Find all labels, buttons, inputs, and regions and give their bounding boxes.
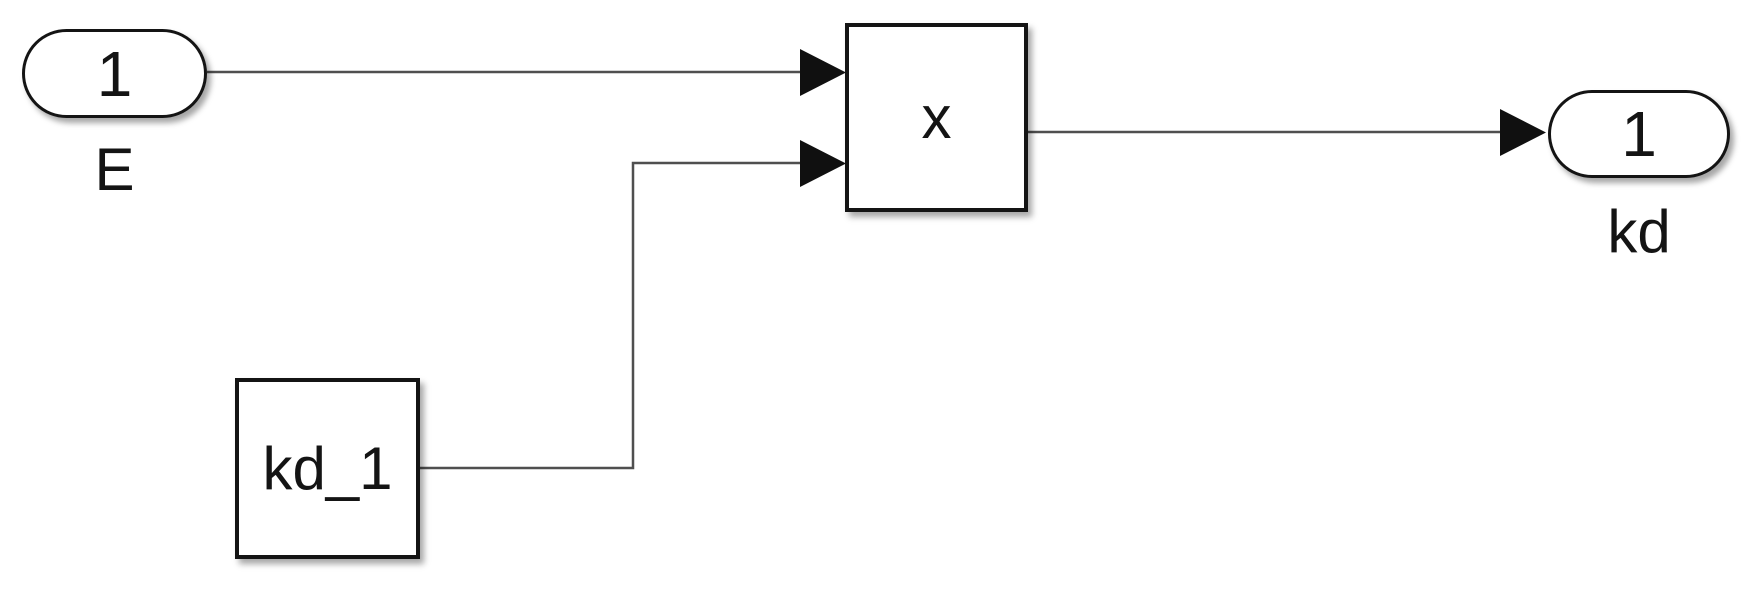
inport-label-e[interactable]: E	[94, 136, 135, 203]
constant-block-kd1[interactable]: kd_1	[235, 378, 420, 559]
wire-constant-to-product[interactable]	[420, 161, 800, 470]
product-symbol: x	[921, 83, 952, 151]
inport-port-number: 1	[96, 37, 133, 110]
inport-block-e[interactable]: 1	[22, 29, 207, 118]
outport-block-kd[interactable]: 1	[1548, 90, 1730, 178]
arrowhead-icon	[800, 140, 846, 187]
arrowhead-icon	[1500, 109, 1546, 156]
outport-port-number: 1	[1621, 98, 1657, 170]
constant-value: kd_1	[262, 434, 393, 502]
outport-label-kd[interactable]: kd	[1607, 198, 1671, 265]
arrowhead-icon	[800, 49, 846, 96]
product-block[interactable]: x	[845, 23, 1028, 212]
